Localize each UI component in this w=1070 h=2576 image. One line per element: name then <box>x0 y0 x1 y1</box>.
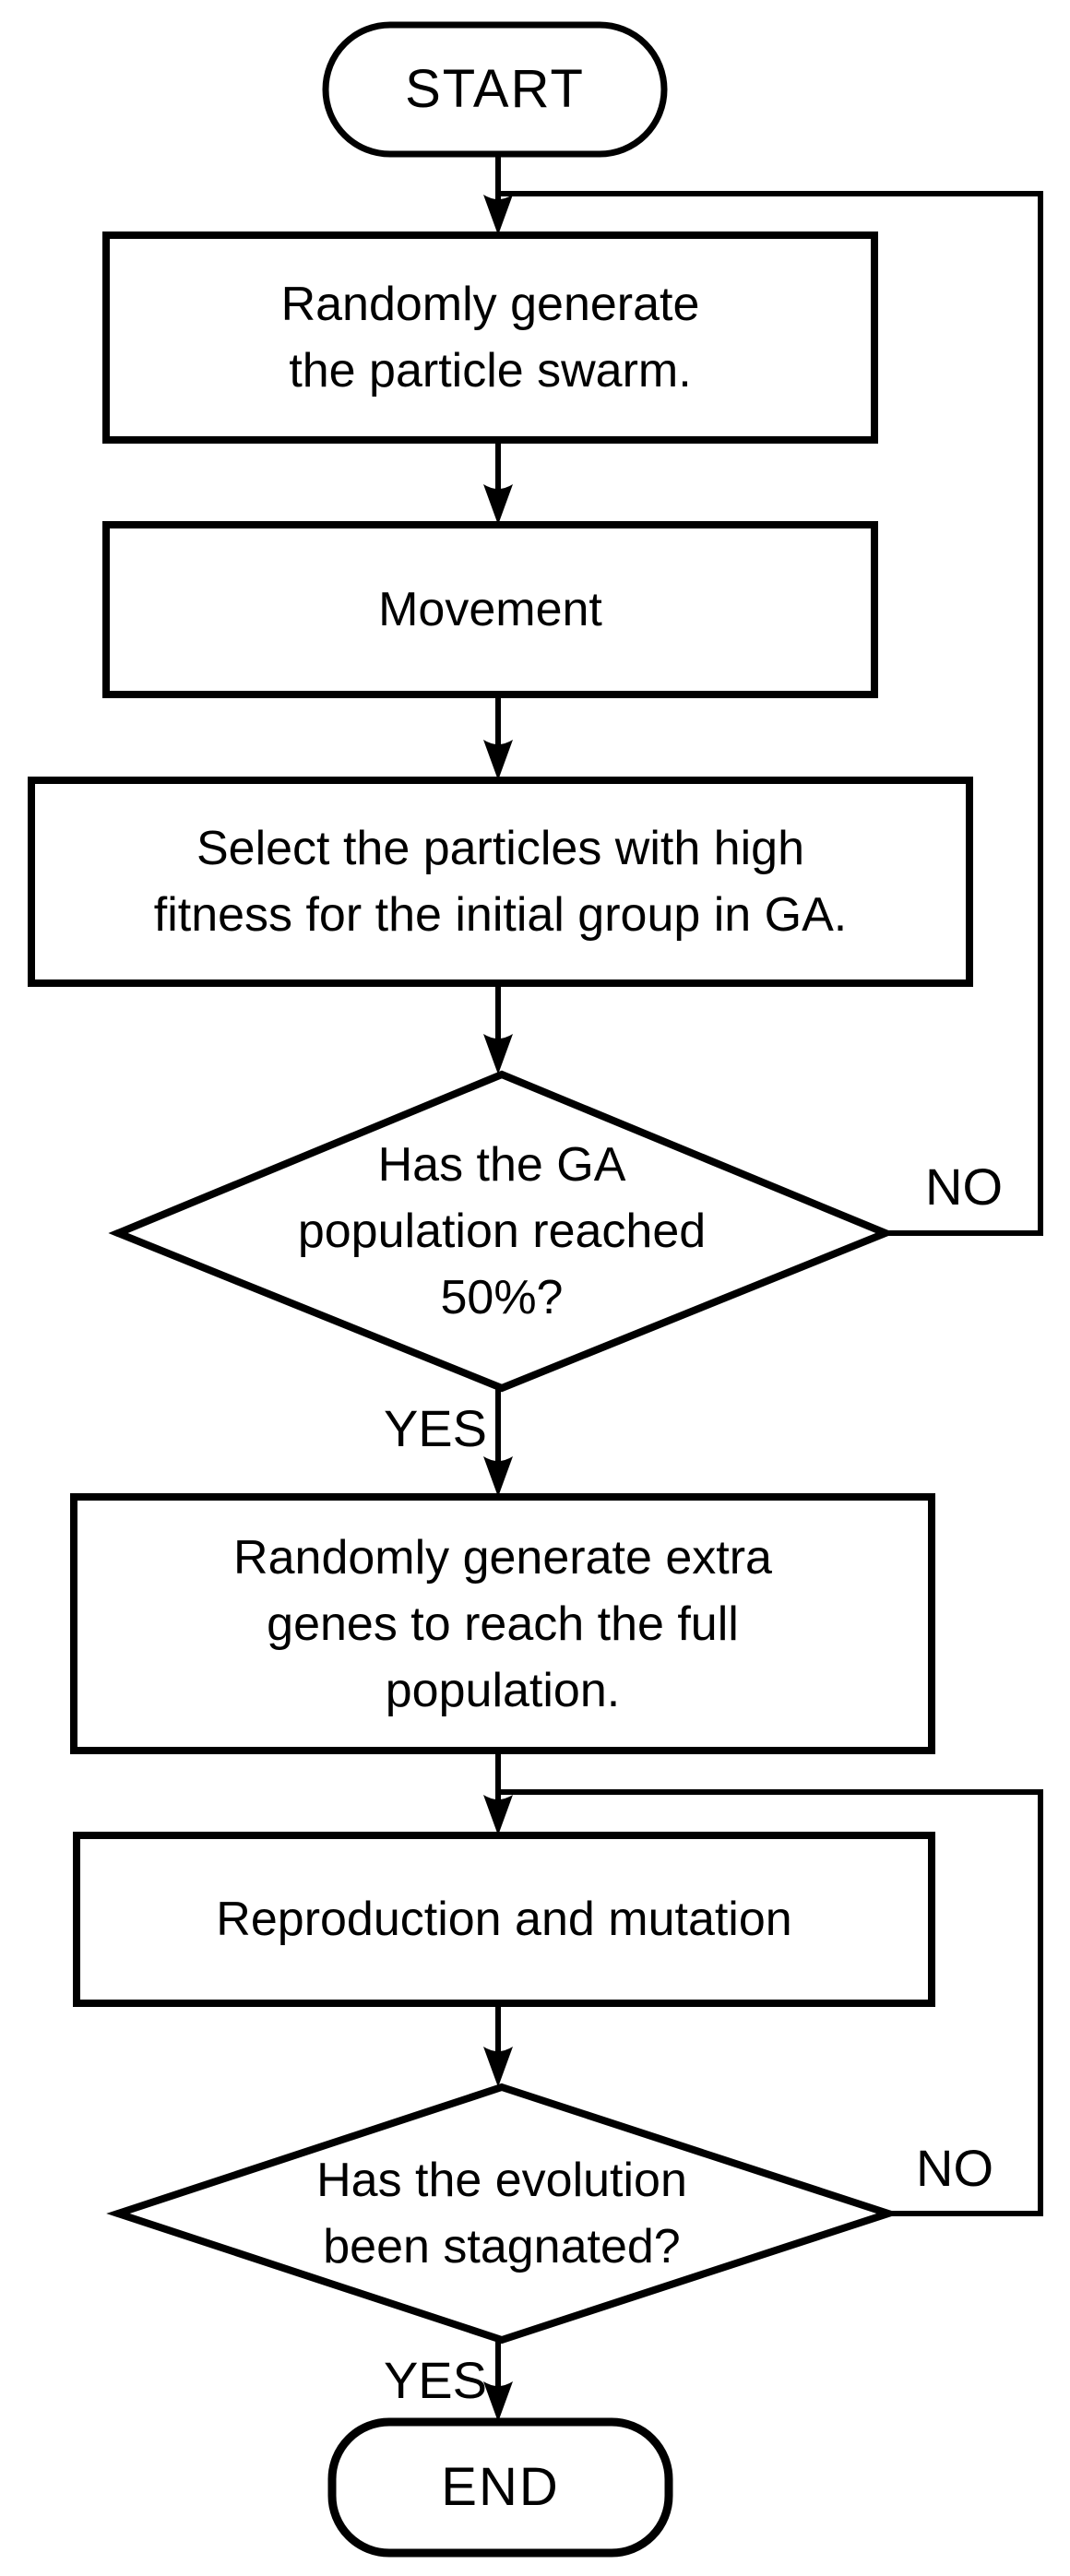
generate-swarm-process-shape <box>102 231 878 444</box>
end-label: END <box>441 2457 560 2517</box>
start-label: START <box>405 59 585 119</box>
population-check-decision-shape <box>108 1070 896 1393</box>
select-particles-process-shape <box>28 777 973 987</box>
select-particles-label: Select the particles with high fitness f… <box>153 822 848 942</box>
generate-swarm-label: Randomly generate the particle swarm. <box>280 278 700 398</box>
stagnation-check-no-label: NO <box>916 2139 993 2197</box>
movement-label: Movement <box>378 583 602 636</box>
edge-population-check-no-loop <box>498 191 1043 1236</box>
stagnation-check-yes-label: YES <box>383 2351 487 2409</box>
edge-stagnation-check-no-loop <box>498 1789 1043 2216</box>
population-check-no-label: NO <box>925 1157 1003 1216</box>
start-terminator-shape <box>322 21 668 158</box>
arrowhead-into-generate-genes <box>483 1456 513 1497</box>
arrowhead-into-population-check <box>483 1034 513 1074</box>
movement-process-shape <box>102 521 878 698</box>
flow-arrowheads <box>483 195 513 2422</box>
arrowhead-into-movement <box>483 484 513 525</box>
population-check-yes-label: YES <box>383 1399 487 1457</box>
arrowhead-into-select-particles <box>483 740 513 780</box>
end-terminator-shape <box>327 2417 673 2558</box>
stagnation-check-decision-shape <box>106 2083 900 2345</box>
generate-genes-process-shape <box>70 1493 935 1754</box>
reproduction-process-shape <box>73 1832 935 2007</box>
arrowhead-into-generate-swarm <box>483 195 513 235</box>
flow-connectors <box>495 154 1043 2394</box>
arrowhead-into-end <box>483 2381 513 2422</box>
generate-genes-label: Randomly generate extra genes to reach t… <box>233 1530 772 1717</box>
arrowhead-into-stagnation-check <box>483 2047 513 2087</box>
flow-shapes <box>28 21 973 2558</box>
arrowhead-into-reproduction <box>483 1795 513 1835</box>
stagnation-check-label: Has the evolution been stagnated? <box>316 2154 687 2273</box>
reproduction-label: Reproduction and mutation <box>216 1893 792 1946</box>
population-check-label: Has the GA population reached 50%? <box>297 1138 707 1324</box>
